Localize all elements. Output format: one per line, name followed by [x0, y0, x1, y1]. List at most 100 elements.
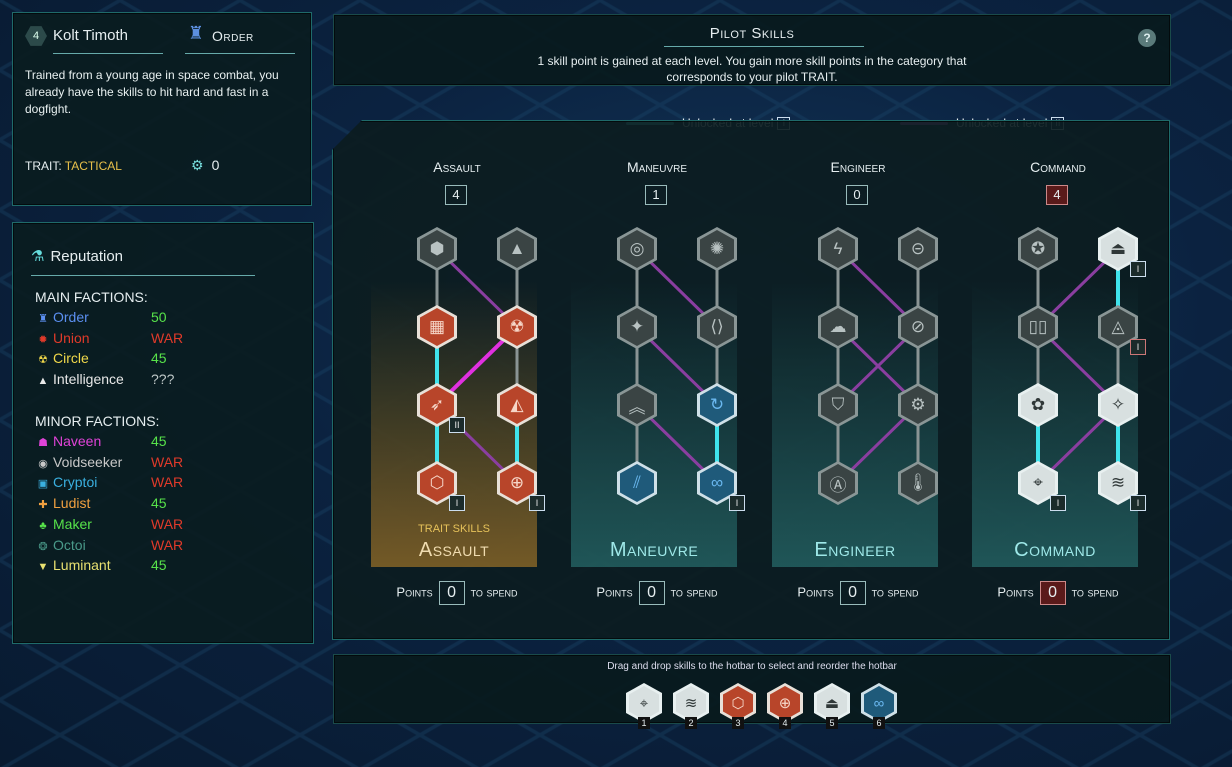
skill-node[interactable]: ▦	[417, 305, 457, 349]
faction-name: Octoi	[53, 536, 86, 553]
cloud-icon: ☁	[821, 308, 855, 346]
skill-node[interactable]: ︽	[617, 383, 657, 427]
skill-node[interactable]: ⊝	[898, 227, 938, 271]
tier-badge: I	[1130, 339, 1146, 355]
to-spend-label: to spend	[871, 584, 919, 600]
skill-node[interactable]: ✿	[1018, 383, 1058, 427]
divider	[31, 275, 255, 276]
slot-number: 2	[685, 717, 697, 729]
skill-node[interactable]: ✦	[617, 305, 657, 349]
skill-node[interactable]: ⟨⟩	[697, 305, 737, 349]
armor-plates-icon: ▦	[420, 308, 454, 346]
skill-node[interactable]: ∞I	[697, 461, 745, 511]
hotbar-slot[interactable]: ⬡3	[720, 683, 756, 729]
faction-name: Voidseeker	[53, 453, 123, 470]
skill-node[interactable]: ≋I	[1098, 461, 1146, 511]
luminant-icon: ▼	[37, 561, 49, 574]
tier-badge: I	[529, 495, 545, 511]
circle-icon: ☢	[38, 354, 48, 367]
hotbar-slot[interactable]: ⊕4	[767, 683, 803, 729]
skill-node[interactable]: ϟ	[818, 227, 858, 271]
faction-name: Luminant	[53, 557, 111, 574]
spend-value: 0	[839, 581, 866, 605]
slot-number: 1	[638, 717, 650, 729]
skill-node[interactable]: ⛉	[818, 383, 858, 427]
hotbar-slot[interactable]: ∞6	[861, 683, 897, 729]
voidseeker-icon: ◉	[38, 457, 48, 470]
faction-name: Naveen	[53, 433, 102, 449]
spend-value: 0	[638, 581, 665, 605]
octoi-icon: ❂	[38, 540, 48, 553]
slot-number: 6	[873, 717, 885, 729]
skill-node[interactable]: ⊘	[898, 305, 938, 349]
skill-node[interactable]: ☁	[818, 305, 858, 349]
skill-node[interactable]: ✧	[1098, 383, 1138, 427]
skill-node[interactable]: 🌡	[898, 461, 938, 505]
column-category-label: Command	[1014, 539, 1096, 561]
skill-node[interactable]: ▯▯	[1018, 305, 1058, 349]
skill-node[interactable]: ◎	[617, 227, 657, 271]
skill-node[interactable]: ⊕I	[497, 461, 545, 511]
faction-row: ▼ Luminant 45	[35, 557, 235, 577]
skill-node[interactable]: ◭	[497, 383, 537, 427]
pilot-name: Kolt Timoth	[53, 27, 129, 44]
hotbar-slot[interactable]: ⌖1	[626, 683, 662, 729]
to-spend-label: to spend	[470, 584, 518, 600]
skill-node[interactable]: ▲	[497, 227, 537, 271]
pilot-trait: TRAIT: TACTICAL	[25, 159, 122, 173]
pyramid-icon: ◭	[500, 386, 534, 424]
column-category-label: Maneuvre	[609, 539, 699, 561]
faction-status: WAR	[151, 329, 184, 346]
hotbar-slot[interactable]: ⏏5	[814, 683, 850, 729]
skill-node[interactable]: ☢	[497, 305, 537, 349]
intelligence-icon: ▲	[37, 375, 49, 388]
skill-node[interactable]: ⫽	[617, 461, 657, 505]
faction-name: Union	[53, 329, 90, 346]
reputation-title-text: Reputation	[50, 248, 124, 265]
skill-node[interactable]: Ⓐ	[818, 461, 858, 505]
faction-status: 45	[151, 495, 167, 512]
skill-node[interactable]: ⌖I	[1018, 461, 1066, 511]
trait-points-value: 0	[211, 157, 220, 173]
skill-node[interactable]: ◬I	[1098, 305, 1146, 355]
points-label: Points	[997, 584, 1034, 600]
points-label: Points	[596, 584, 633, 600]
chevrons-icon: ⟨⟩	[700, 308, 734, 346]
hotbar-slot[interactable]: ≋2	[673, 683, 709, 729]
capsule-icon: ⊝	[901, 230, 935, 268]
faction-status: ???	[151, 371, 175, 388]
tier-badge: II	[449, 417, 465, 433]
column-title: Assault	[433, 159, 481, 175]
skill-node[interactable]: ⏏I	[1098, 227, 1146, 277]
skill-node[interactable]: ⬡I	[417, 461, 465, 511]
dash-icon: ⫽	[620, 464, 654, 502]
skill-node[interactable]: ✺	[697, 227, 737, 271]
hotbar-skill: ⊕	[767, 683, 803, 723]
skill-node[interactable]: ⚙	[898, 383, 938, 427]
maker-icon: ♣	[39, 519, 47, 532]
faction-status: 45	[151, 433, 167, 449]
tier-badge: I	[449, 495, 465, 511]
hex-core-icon: ⬡	[723, 686, 753, 720]
column-category-label: Assault	[418, 539, 490, 561]
help-button[interactable]: ?	[1138, 29, 1156, 47]
hotbar-skill: ⬡	[720, 683, 756, 723]
pilot-description: Trained from a young age in space combat…	[25, 68, 279, 116]
faction-status: 45	[151, 557, 167, 574]
skill-node[interactable]: ↻	[697, 383, 737, 427]
skill-node[interactable]: ➶II	[417, 383, 465, 433]
faction-status: 45	[151, 350, 167, 367]
skill-point-icon: ⚙	[191, 157, 204, 173]
skill-node[interactable]: ✪	[1018, 227, 1058, 271]
hex-core-icon: ⬡	[420, 464, 454, 502]
link-icon: ⊘	[901, 308, 935, 346]
skill-node[interactable]: ⬢	[417, 227, 457, 271]
trait-skills-label: TRAIT SKILLS	[418, 523, 490, 535]
slot-number: 4	[779, 717, 791, 729]
